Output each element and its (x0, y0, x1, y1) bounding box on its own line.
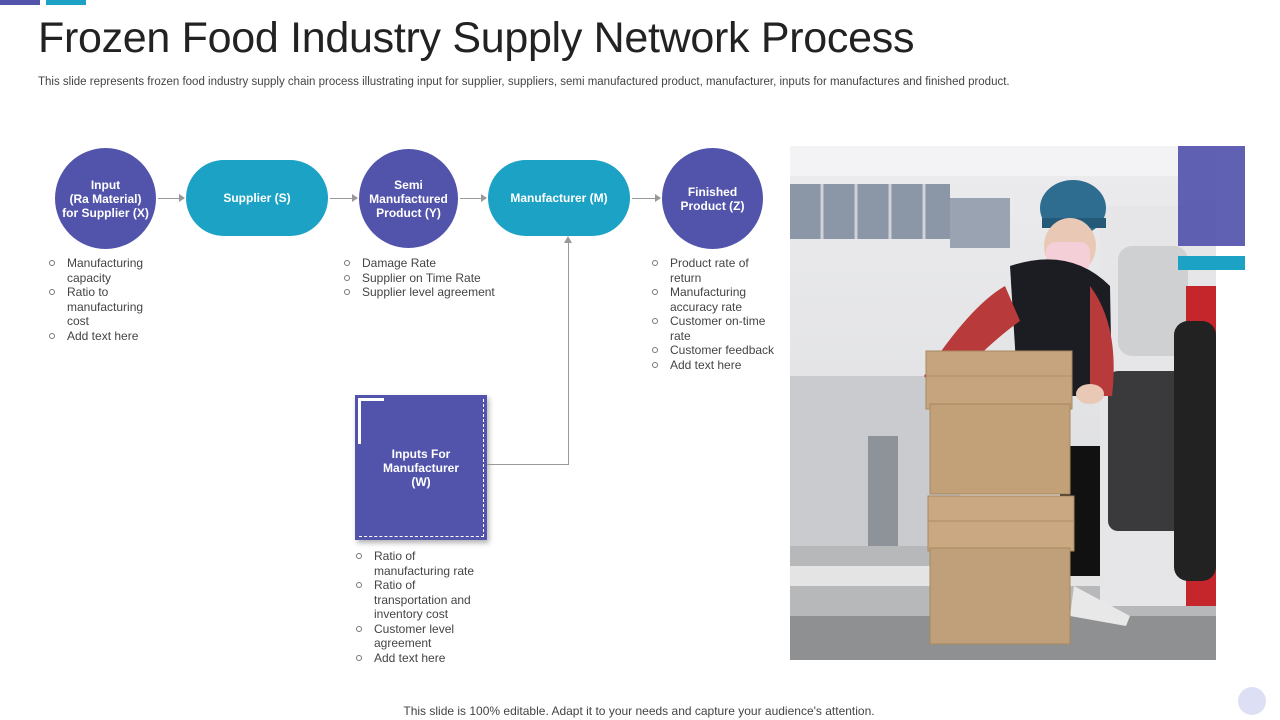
list-item[interactable]: Ratio to manufacturing cost (48, 285, 163, 329)
page-subtitle[interactable]: This slide represents frozen food indust… (38, 76, 1010, 88)
arrowhead-up-icon (564, 236, 572, 243)
box-dashed-border (359, 399, 484, 537)
node-supplier-label: Supplier (S) (223, 191, 291, 205)
box-label-wrap: Inputs For Manufacturer (W) (355, 395, 487, 540)
arrow-supplier-to-semi (330, 194, 358, 202)
list-item[interactable]: Add text here (48, 329, 163, 344)
list-item[interactable]: Supplier level agreement (343, 285, 523, 300)
box-corner-accent (358, 398, 384, 401)
page-title[interactable]: Frozen Food Industry Supply Network Proc… (38, 14, 915, 62)
top-accent-bar-purple (0, 0, 40, 5)
node-input-label: Input (Ra Material) for Supplier (X) (62, 177, 149, 220)
node-semi-manufactured-product[interactable]: Semi Manufactured Product (Y) (359, 149, 458, 248)
list-item[interactable]: Ratio of manufacturing rate (355, 549, 490, 578)
decor-teal-bar (1178, 256, 1245, 270)
list-item[interactable]: Ratio of transportation and inventory co… (355, 578, 490, 622)
box-corner-accent (358, 398, 361, 444)
list-item[interactable]: Product rate of return (651, 256, 776, 285)
list-finished-metrics: Product rate of return Manufacturing acc… (651, 256, 776, 372)
list-item[interactable]: Customer feedback (651, 343, 776, 358)
arrow-manufacturer-to-finished (632, 194, 661, 202)
connector-box-horizontal (487, 464, 569, 465)
node-manufacturer[interactable]: Manufacturer (M) (488, 160, 630, 236)
list-item[interactable]: Supplier on Time Rate (343, 271, 523, 286)
node-semi-label: Semi Manufactured Product (Y) (369, 177, 448, 220)
list-item[interactable]: Add text here (651, 358, 776, 373)
page-indicator-dot (1238, 687, 1266, 715)
list-manufacturer-inputs: Ratio of manufacturing rate Ratio of tra… (355, 549, 490, 665)
node-input-raw-material[interactable]: Input (Ra Material) for Supplier (X) (55, 148, 156, 249)
top-accent-bar-teal (46, 0, 86, 5)
node-supplier[interactable]: Supplier (S) (186, 160, 328, 236)
list-semi-metrics: Damage Rate Supplier on Time Rate Suppli… (343, 256, 523, 300)
node-finished-label: Finished Product (Z) (680, 184, 745, 213)
list-item[interactable]: Customer level agreement (355, 622, 490, 651)
arrow-input-to-supplier (158, 194, 185, 202)
list-input-metrics: Manufacturing capacity Ratio to manufact… (48, 256, 163, 343)
decor-purple-rectangle (1178, 146, 1245, 246)
list-item[interactable]: Customer on-time rate (651, 314, 776, 343)
arrow-semi-to-manufacturer (460, 194, 487, 202)
delivery-photo[interactable] (790, 146, 1216, 660)
list-item[interactable]: Manufacturing capacity (48, 256, 163, 285)
list-item[interactable]: Manufacturing accuracy rate (651, 285, 776, 314)
list-item[interactable]: Damage Rate (343, 256, 523, 271)
node-inputs-label: Inputs For Manufacturer (W) (382, 446, 459, 489)
footer-note[interactable]: This slide is 100% editable. Adapt it to… (403, 704, 875, 718)
connector-box-vertical (568, 242, 569, 465)
node-manufacturer-label: Manufacturer (M) (510, 191, 608, 205)
delivery-photo-illustration (790, 146, 1216, 660)
node-finished-product[interactable]: Finished Product (Z) (662, 148, 763, 249)
list-item[interactable]: Add text here (355, 651, 490, 666)
node-inputs-for-manufacturer[interactable]: Inputs For Manufacturer (W) (355, 395, 487, 540)
